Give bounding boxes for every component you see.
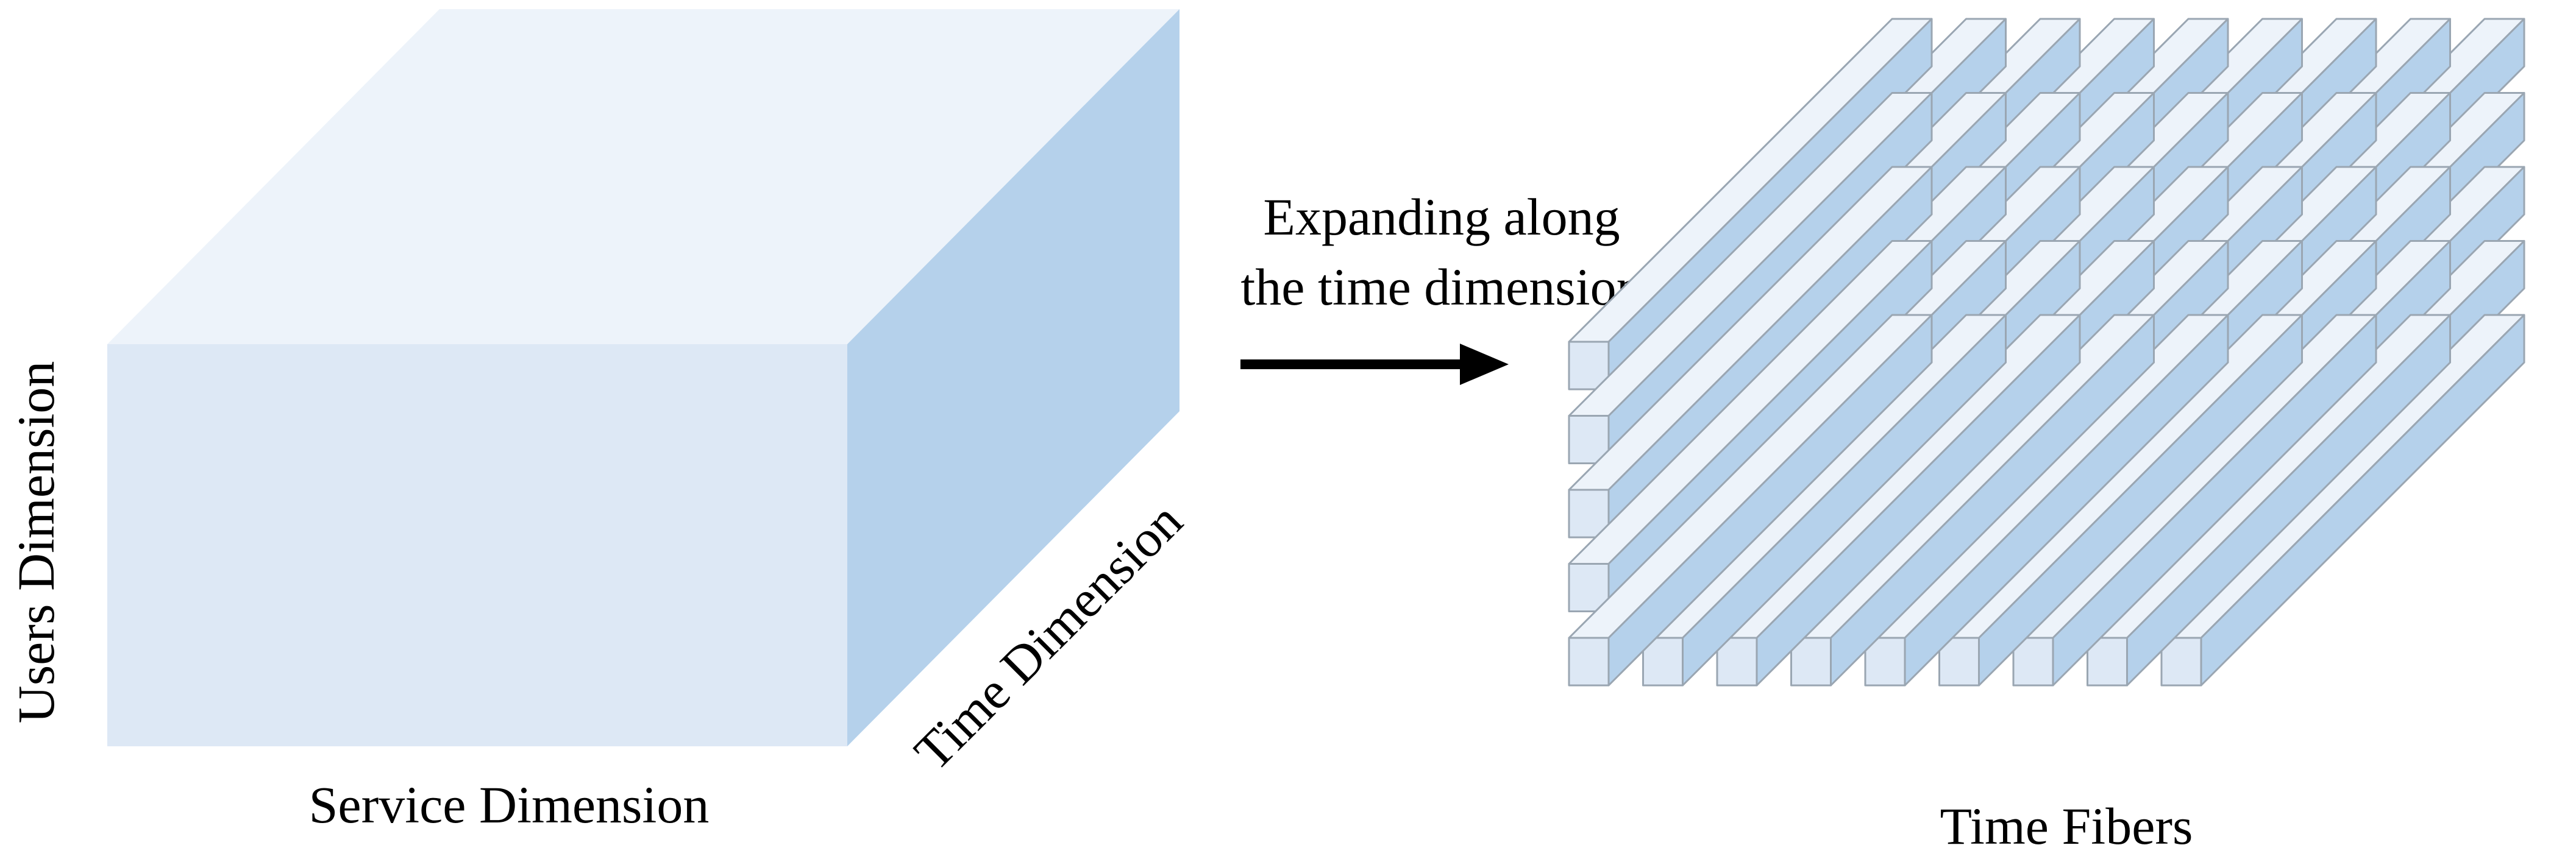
time-fibers-label: Time Fibers	[1940, 797, 2193, 855]
fiber-front-face	[2087, 637, 2128, 687]
fiber-front-face	[1864, 637, 1906, 687]
arrow-caption-line2: the time dimension	[1240, 258, 1642, 316]
fiber-front-face	[2012, 637, 2054, 687]
fiber-front-face	[1790, 637, 1832, 687]
time-fibers-grid	[1568, 18, 2525, 687]
cube-side-face	[847, 9, 1179, 746]
time-fiber	[1568, 314, 1933, 687]
tensor-cube	[107, 9, 1179, 746]
expansion-arrow	[1240, 344, 1509, 385]
fiber-front-face	[1716, 637, 1758, 687]
users-dimension-label: Users Dimension	[7, 361, 65, 724]
cube-top-face	[107, 9, 1179, 344]
arrow-caption-line1: Expanding along	[1263, 188, 1620, 246]
service-dimension-label: Service Dimension	[309, 776, 710, 834]
fiber-front-face	[1568, 637, 1610, 687]
fiber-front-face	[1938, 637, 1980, 687]
fiber-front-face	[2160, 637, 2202, 687]
cube-front-face	[107, 344, 847, 746]
fiber-front-face	[1642, 637, 1684, 687]
